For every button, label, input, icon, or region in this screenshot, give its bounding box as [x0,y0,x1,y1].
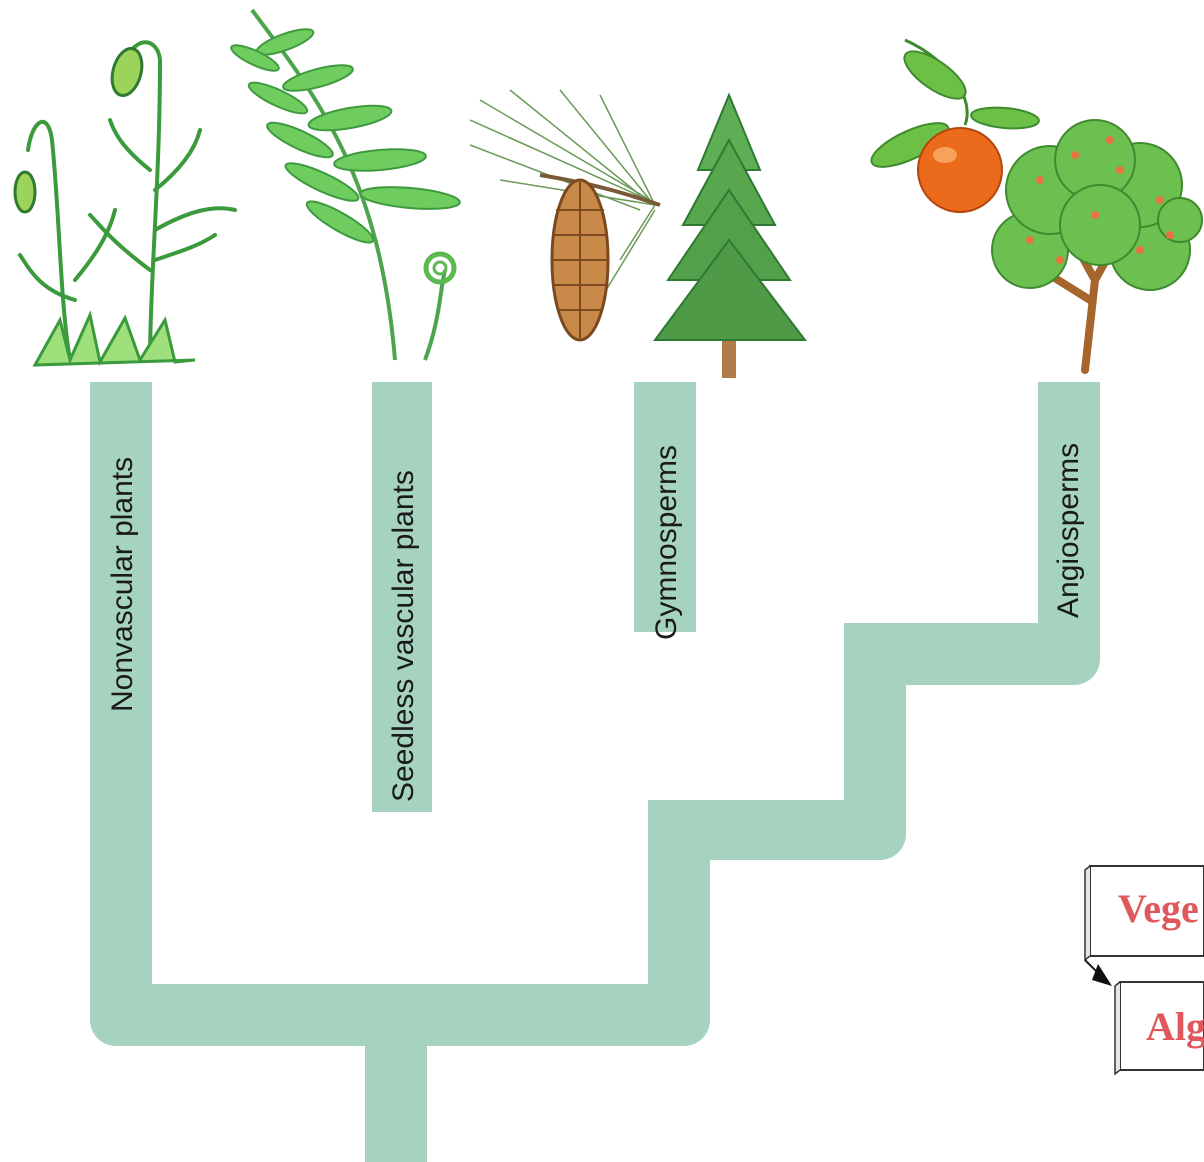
conifer-tree-icon [655,95,805,378]
side-box-vege: Vege [1085,866,1204,960]
label-nonvascular-plants: Nonvascular plants [106,457,139,712]
label-seedless-vascular-plants: Seedless vascular plants [387,470,420,802]
fern-icon [228,10,460,360]
pine-cone-icon [470,90,660,340]
connector-arrow [1085,960,1112,986]
side-box-alg: Alg [1115,982,1204,1074]
moss-icon [15,42,235,365]
broadleaf-tree-icon [992,120,1202,370]
side-box-vege-label: Vege [1118,886,1199,931]
label-gymnosperms: Gymnosperms [650,445,683,640]
label-angiosperms: Angiosperms [1052,443,1085,618]
node-1-crossbar [90,984,710,1046]
side-box-alg-label: Alg [1146,1004,1204,1049]
